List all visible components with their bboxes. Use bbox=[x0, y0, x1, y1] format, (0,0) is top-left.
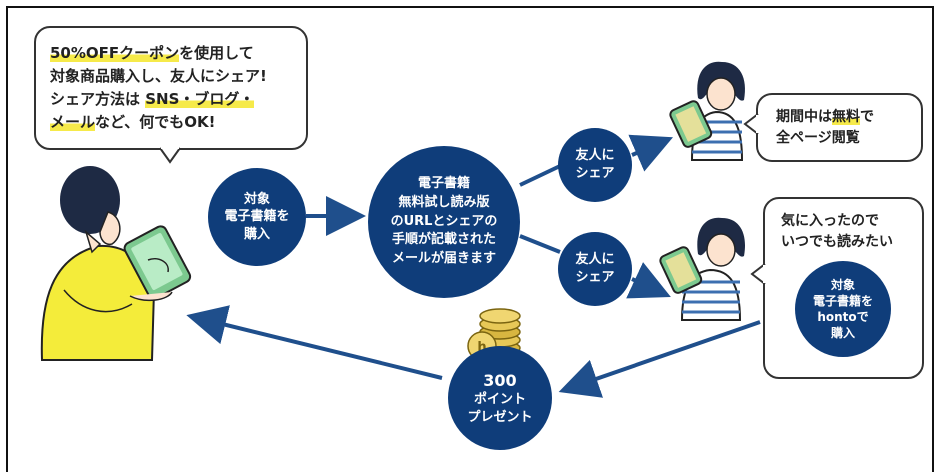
campaign-speech-bubble: 50%OFFクーポンを使用して 対象商品購入し、友人にシェア! シェア方法は S… bbox=[34, 26, 308, 150]
bubble-line-2: 対象商品購入し、友人にシェア! bbox=[50, 67, 267, 85]
purchase-circle: 対象 電子書籍を hontoで 購入 bbox=[795, 261, 891, 357]
friend-bottom-illustration bbox=[659, 217, 746, 321]
purchase-bubble: 気に入ったので いつでも読みたい 対象 電子書籍を hontoで 購入 bbox=[763, 197, 924, 379]
purchase-bubble-tail bbox=[750, 263, 766, 285]
step-mail-circle: 電子書籍 無料試し読み版 のURLとシェアの 手順が記載された メールが届きます bbox=[368, 146, 520, 298]
share-top-circle: 友人に シェア bbox=[558, 128, 632, 202]
bubble-line-3: シェア方法は SNS・ブログ・ bbox=[50, 90, 255, 108]
arrow-points-to-person bbox=[186, 305, 443, 380]
person-with-tablet-illustration bbox=[40, 166, 192, 361]
share-method-highlight: SNS・ブログ・ bbox=[145, 90, 255, 108]
share-bottom-circle: 友人に シェア bbox=[558, 232, 632, 306]
free-reading-bubble: 期間中は無料で 全ページ閲覧 bbox=[756, 93, 923, 162]
bubble-tail bbox=[159, 146, 181, 164]
free-highlight: 無料 bbox=[832, 109, 860, 125]
friend-top-illustration bbox=[669, 61, 746, 161]
coupon-highlight: 50%OFFクーポン bbox=[50, 44, 180, 62]
step-buy-circle: 対象 電子書籍を 購入 bbox=[208, 168, 306, 266]
bubble-line-4: メールなど、何でもOK! bbox=[50, 113, 216, 131]
arrow-share-top-to-friend bbox=[628, 134, 674, 172]
free-bubble-tail bbox=[743, 113, 759, 135]
points-circle: 300 ポイント プレゼント bbox=[448, 346, 552, 450]
mail-highlight: メール bbox=[50, 113, 96, 131]
arrow-mail-to-share-top bbox=[519, 164, 561, 187]
arrow-purchase-to-points bbox=[558, 320, 761, 398]
arrow-share-bottom-to-friend bbox=[626, 262, 671, 299]
coin-letter: h bbox=[477, 340, 486, 355]
arrow-mail-to-share-bottom bbox=[519, 234, 561, 254]
bubble-line-1: 50%OFFクーポンを使用して bbox=[50, 44, 254, 62]
